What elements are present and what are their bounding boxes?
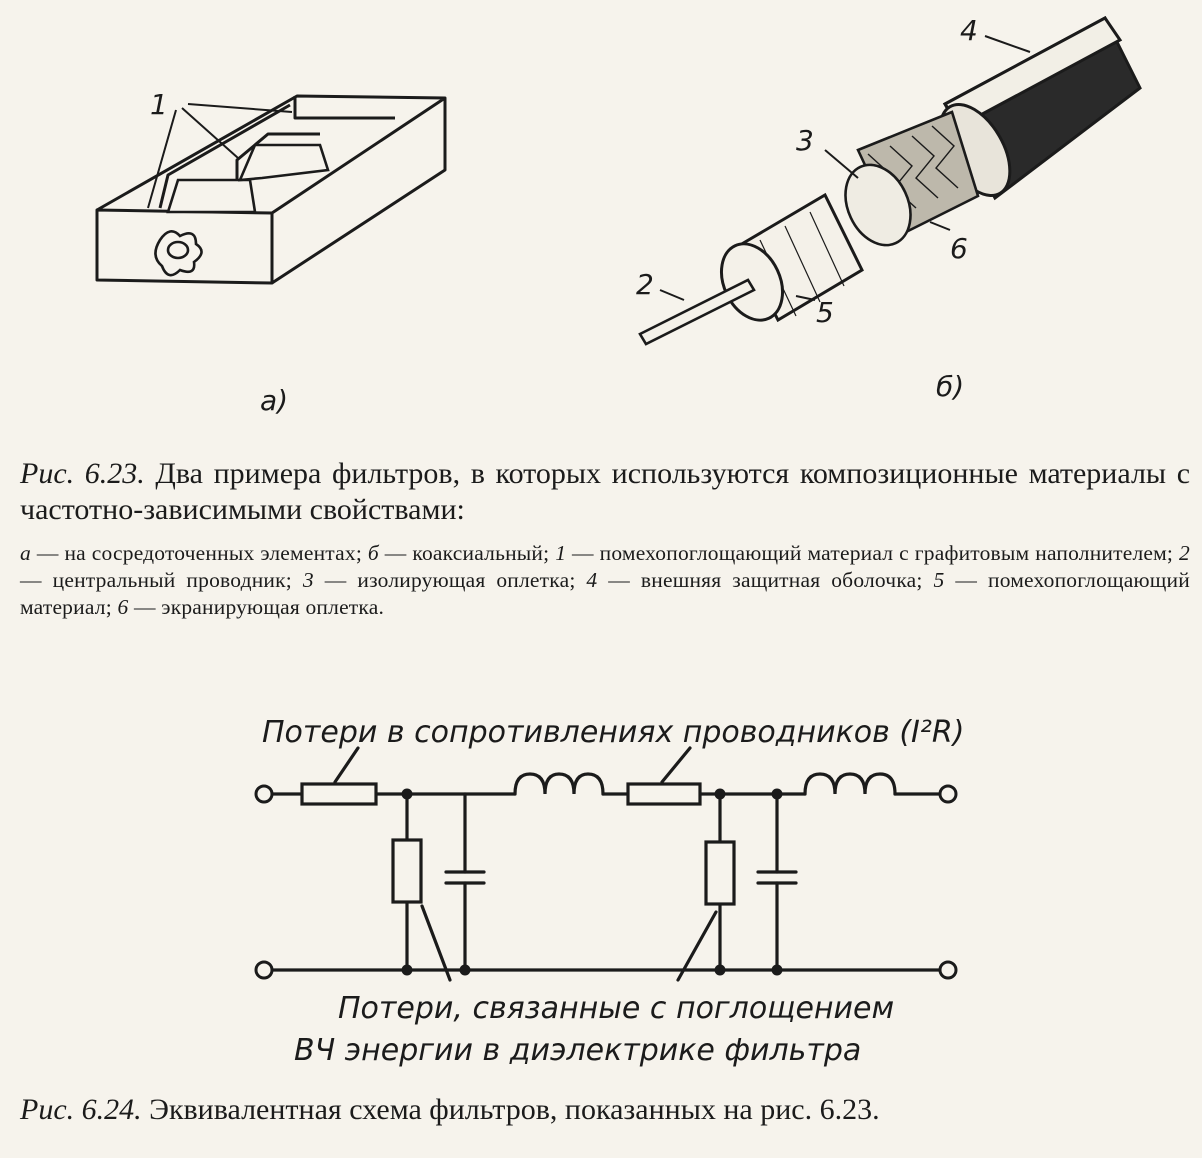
callout-4: 4 <box>960 14 978 47</box>
callout-3: 3 <box>796 124 814 157</box>
callout-2: 2 <box>636 268 654 301</box>
caption-text: Эквивалентная схема фильтров, показанных… <box>149 1093 880 1126</box>
legend-item: 5 — помехопоглощающий материал; <box>20 568 1190 619</box>
panel-a-label: а) <box>260 384 288 417</box>
terminals <box>254 784 958 980</box>
bottom-annotation-line1: Потери, связанные с поглощением <box>338 991 894 1026</box>
caption-number: Рис. 6.23. <box>20 457 145 490</box>
junction-dots <box>401 788 783 976</box>
panel-b-label: б) <box>936 370 964 403</box>
legend-item: 3 — изолирующая оплетка; <box>302 568 576 592</box>
callout-6: 6 <box>950 232 968 265</box>
figure-6-23-legend: а — на сосредоточенных элементах; б — ко… <box>20 540 1190 621</box>
figure-6-24-circuit: Потери в сопротивлениях проводников (I²R… <box>254 715 964 1068</box>
figure-b-coaxial-filter: 4 3 6 2 5 б) <box>636 14 1142 403</box>
bottom-annotation-line2: ВЧ энергии в диэлектрике фильтра <box>294 1033 861 1068</box>
legend-item: а — на сосредоточенных элементах; <box>20 541 363 565</box>
top-annotation: Потери в сопротивлениях проводников (I²R… <box>262 715 964 750</box>
legend-item: б — коаксиальный; <box>367 541 550 565</box>
caption-text: Два примера фильтров, в которых использу… <box>20 457 1191 526</box>
caption-number: Рис. 6.24. <box>20 1093 142 1126</box>
callout-1: 1 <box>150 88 168 121</box>
figure-6-23-caption: Рис. 6.23. Два примера фильтров, в котор… <box>20 456 1190 528</box>
legend-item: 6 — экранирующая оплетка. <box>117 595 385 619</box>
legend-item: 1 — помехопоглощающий материал с графито… <box>555 541 1174 565</box>
callout-5: 5 <box>816 296 834 329</box>
figure-6-24-caption: Рис. 6.24. Эквивалентная схема фильтров,… <box>20 1092 1190 1128</box>
legend-item: 2 — центральный проводник; <box>20 541 1190 592</box>
legend-item: 4 — внешняя защитная оболочка; <box>586 568 923 592</box>
figure-a-box-filter: 1 а) <box>95 88 447 417</box>
